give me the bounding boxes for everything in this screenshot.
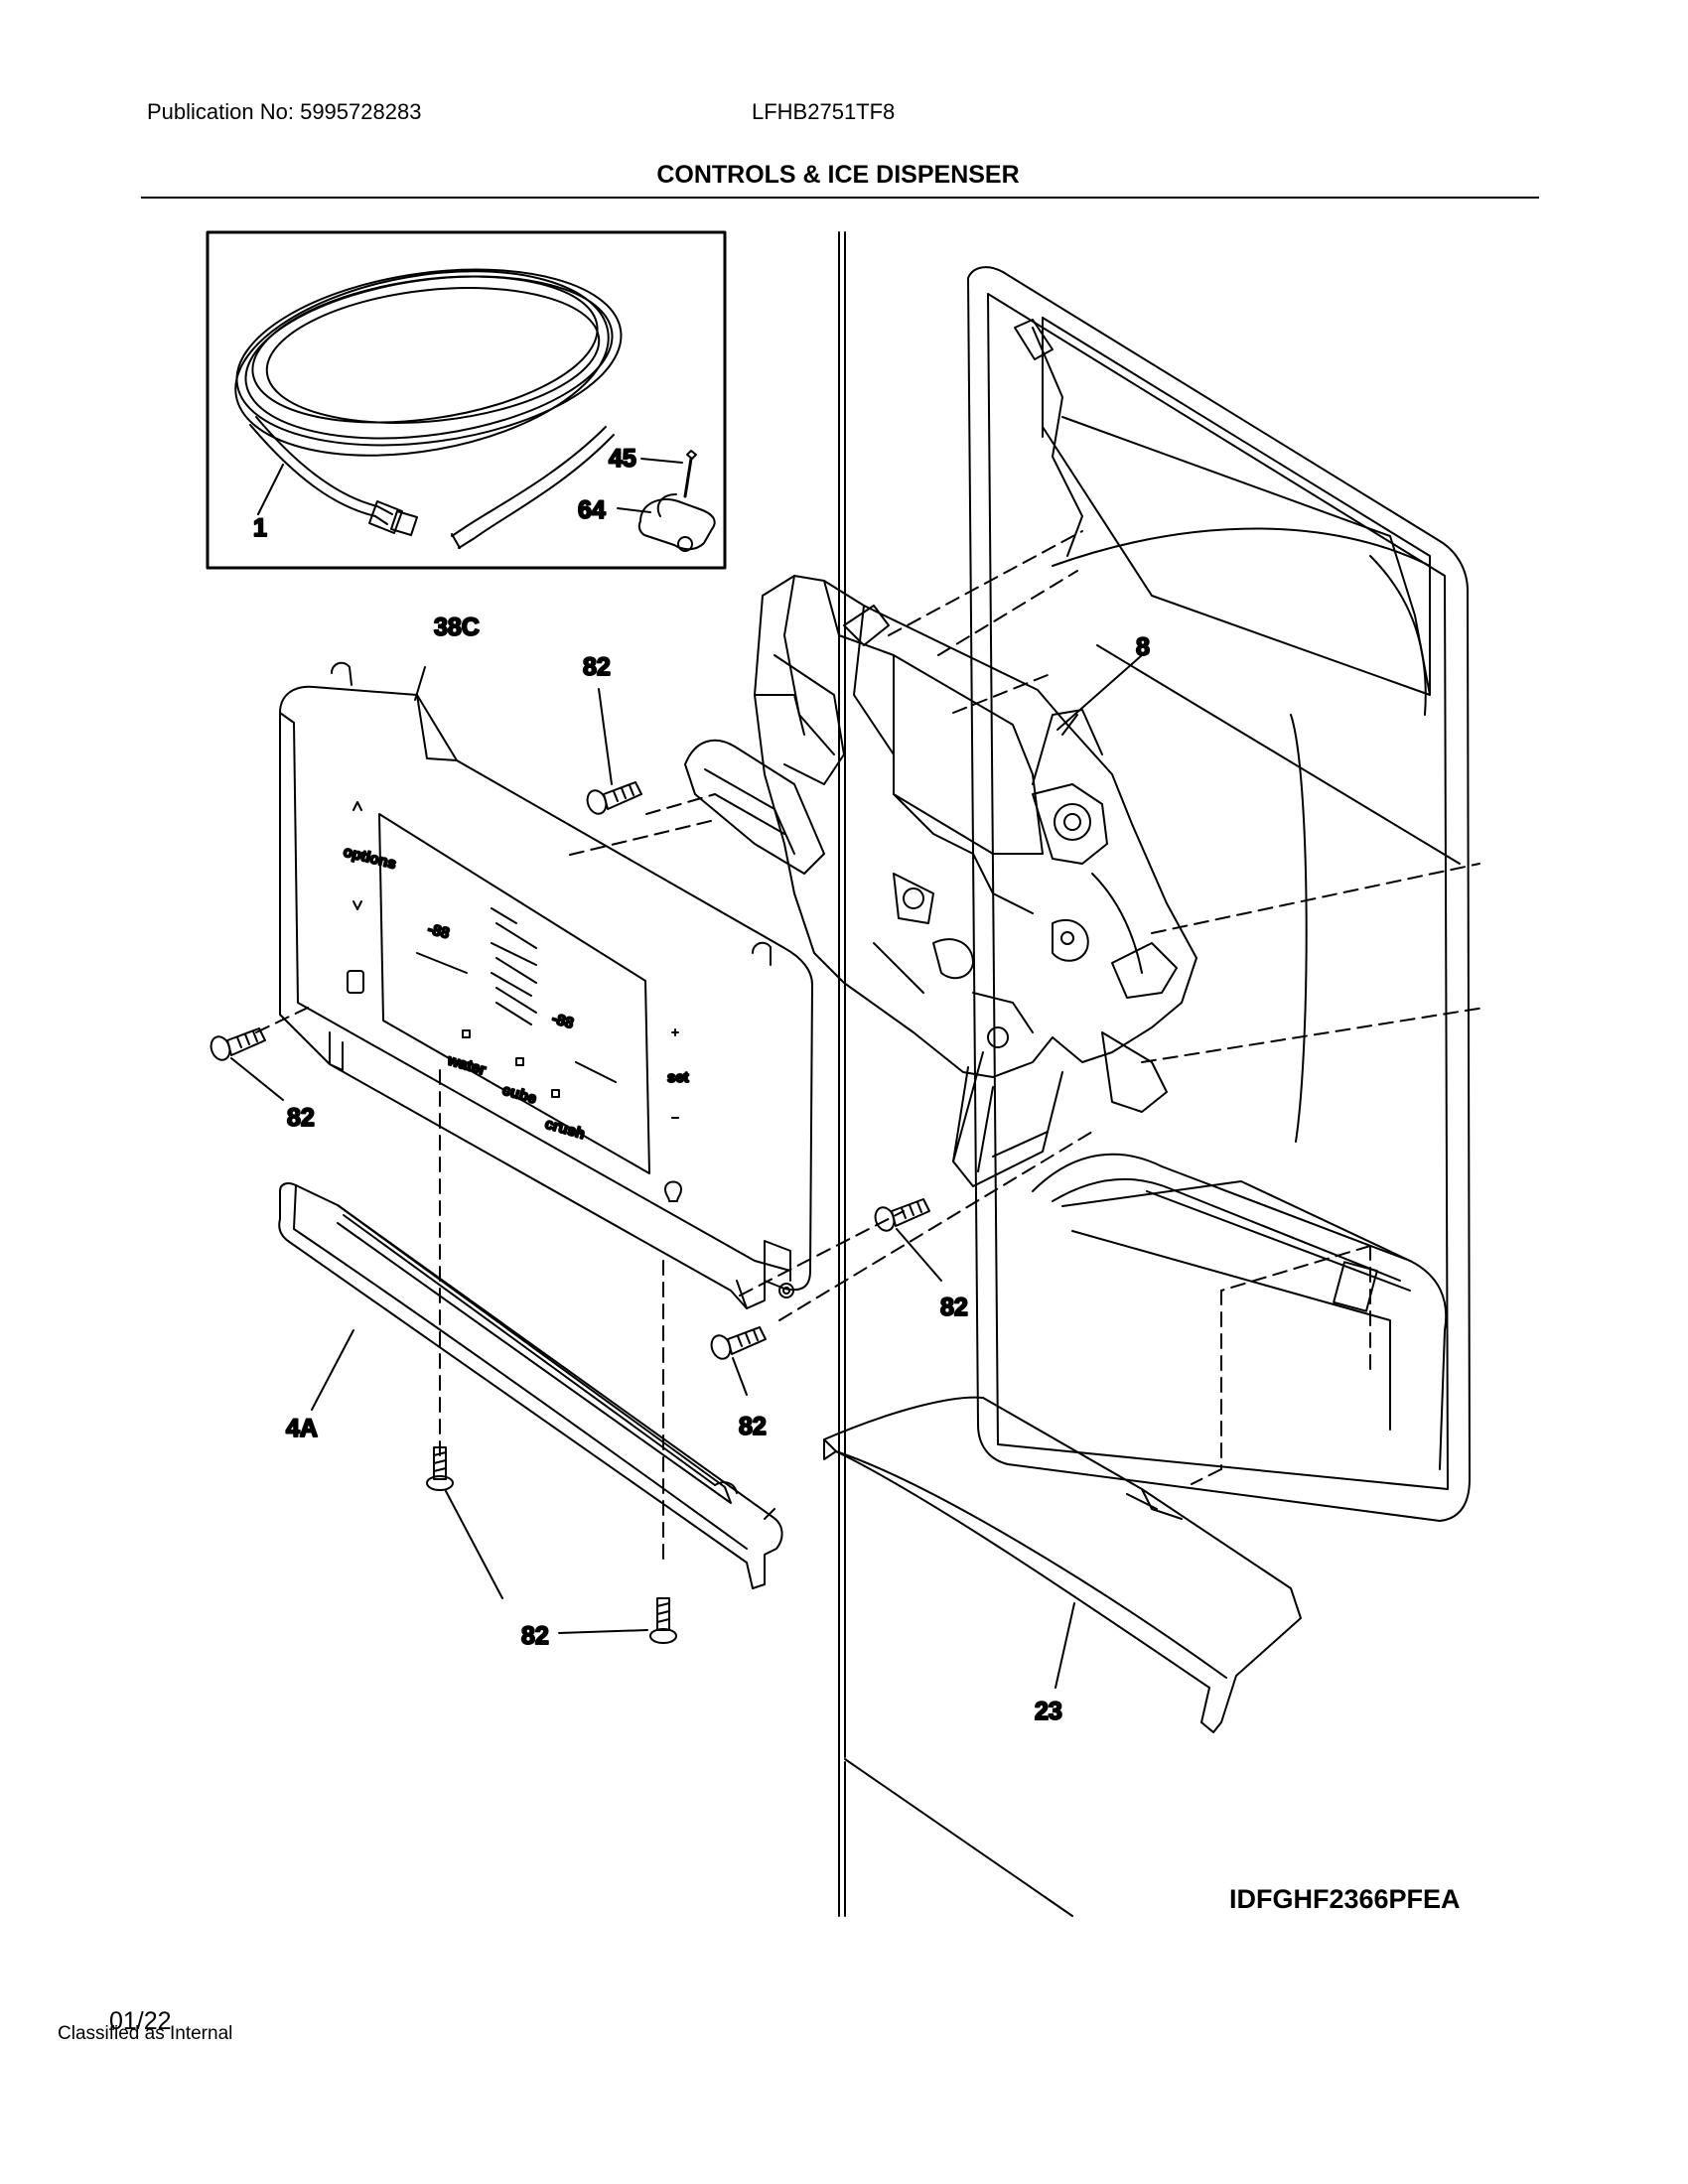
screw-right: 82 <box>874 1198 969 1322</box>
callout-64: 64 <box>578 496 606 524</box>
leader-45 <box>640 458 683 464</box>
callout-82-right: 82 <box>940 1294 968 1321</box>
up-arrow-icon <box>352 801 362 811</box>
callout-45: 45 <box>609 445 636 473</box>
callout-82-left: 82 <box>287 1104 315 1132</box>
down-arrow-icon <box>352 900 362 910</box>
callout-23: 23 <box>1035 1698 1062 1725</box>
title-rule <box>141 197 1539 199</box>
options-button-label: options <box>342 843 398 873</box>
crush-button-label: crush <box>543 1116 587 1144</box>
leader-38c <box>414 666 426 701</box>
cube-led <box>515 1057 524 1066</box>
callout-8: 8 <box>1136 633 1150 661</box>
leader-23 <box>1055 1602 1075 1689</box>
inset-box: 1 45 64 <box>206 230 727 570</box>
publication-number: Publication No: 5995728283 <box>147 99 422 124</box>
screw-bottom-right <box>558 1597 677 1644</box>
revision-date: 01/22 <box>109 2007 172 2035</box>
display-right-digits: -88 <box>550 1011 576 1032</box>
plus-icon <box>671 1028 679 1036</box>
callout-82-bottom: 82 <box>521 1622 549 1650</box>
assembly-lines <box>255 530 1485 1560</box>
trim-piece: 4A <box>278 1182 783 1589</box>
dispenser-housing <box>967 266 1471 1522</box>
drip-tray-cover: 23 <box>823 1396 1302 1733</box>
lock-icon <box>347 970 364 994</box>
screw-top: 82 <box>582 652 642 815</box>
water-button-label: water <box>445 1051 488 1078</box>
diagram-code: IDFGHF2366PFEA <box>1229 1884 1461 1914</box>
model-number: LFHB2751TF8 <box>752 99 896 124</box>
leader-4a <box>311 1329 354 1411</box>
screw-mid: 82 <box>710 1326 768 1441</box>
callout-82-mid: 82 <box>739 1413 767 1440</box>
classification-label: Classified as Internal <box>58 2023 233 2044</box>
leader-64 <box>617 507 651 513</box>
screw-bottom-left <box>426 1446 503 1599</box>
water-tube-coil <box>234 268 623 549</box>
leader-8 <box>1056 654 1143 731</box>
leader-1 <box>257 464 284 515</box>
control-panel: -88 -88 options water cube crush set 38C <box>279 613 813 1309</box>
page-title: CONTROLS & ICE DISPENSER <box>656 161 1020 189</box>
tube-clip <box>637 493 716 552</box>
crush-led <box>551 1089 560 1098</box>
ice-chute-assembly: 8 <box>684 575 1197 1187</box>
cube-button-label: cube <box>500 1082 538 1108</box>
callout-1: 1 <box>253 514 267 542</box>
callout-38c: 38C <box>434 614 480 641</box>
display-window: -88 -88 <box>378 813 650 1174</box>
set-button-label: set <box>667 1069 689 1086</box>
clip-screw <box>683 450 697 498</box>
water-led <box>462 1029 471 1038</box>
light-bulb-icon <box>664 1180 682 1202</box>
screw-left: 82 <box>210 1027 316 1133</box>
callout-82-top: 82 <box>583 653 611 681</box>
display-left-digits: -88 <box>426 920 451 942</box>
callout-4a: 4A <box>286 1415 318 1442</box>
door-edge <box>838 231 1073 1917</box>
